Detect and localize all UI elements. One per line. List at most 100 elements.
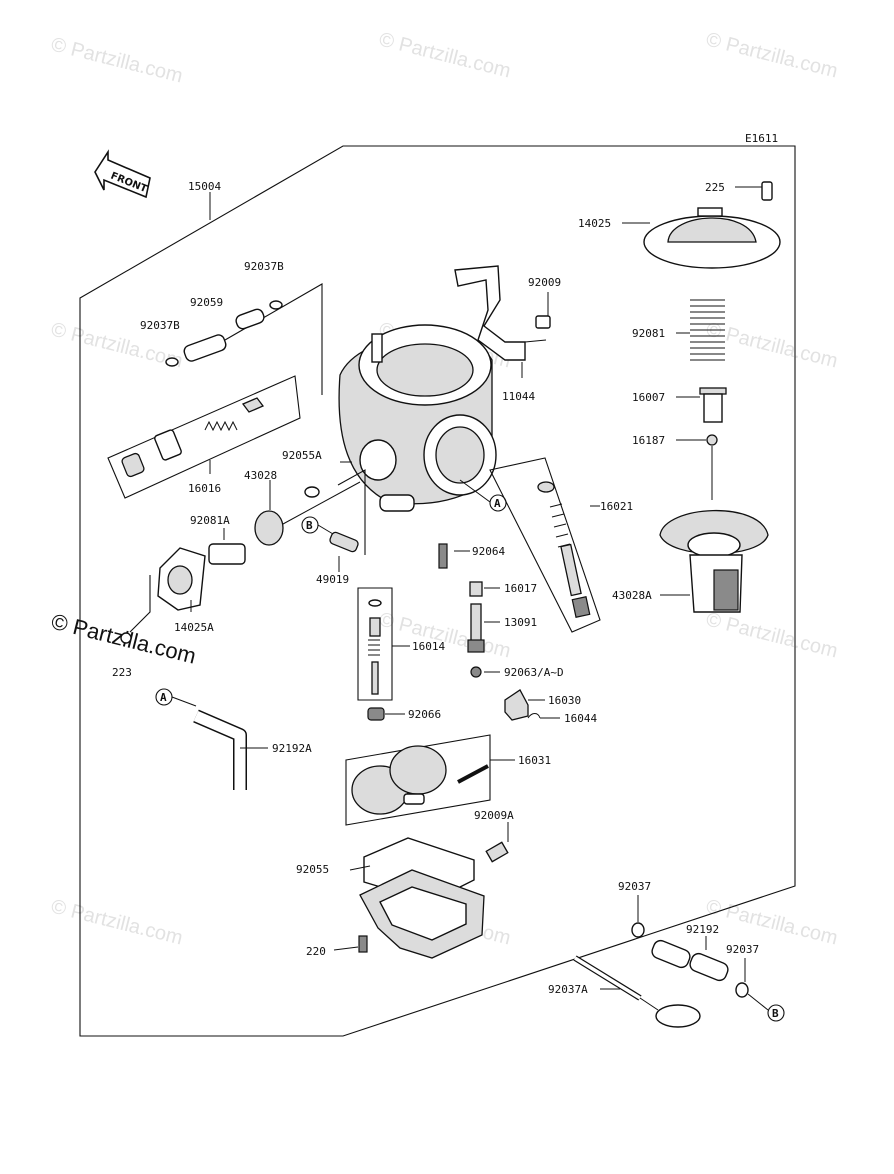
pipe-92192 [651,939,691,969]
spring-92081A-body [208,543,246,565]
assembly-boundary [79,145,796,1037]
needle-jet-49019 [329,531,359,553]
callout-a-text: A [160,691,167,704]
label-43028A: 43028A [612,589,652,602]
label-223: 223 [112,666,132,679]
watermark-text: © Partzilla.com [704,319,840,373]
label-15004: 15004 [188,180,221,193]
top-cover-14025 [643,207,781,269]
float-16031 [351,745,447,815]
label-16030: 16030 [548,694,581,707]
float-pin [457,764,489,784]
label-43028: 43028 [244,469,277,482]
label-92064: 92064 [472,545,505,558]
group-box-16014 [357,587,393,701]
label-16044: 16044 [564,712,597,725]
label-92037-lower: 92037 [726,943,759,956]
label-92192: 92192 [686,923,719,936]
label-16014: 16014 [412,640,445,653]
diaphragm-43028A [659,509,769,613]
watermark-text: © Partzilla.com [704,896,840,950]
part-labels: 15004 225 14025 92037B 92009 92059 92037… [112,180,759,996]
callout-a-text: A [494,497,501,510]
spring-92081 [690,299,725,361]
label-92192A: 92192A [272,742,312,755]
float-valve-16030 [504,689,529,721]
screw-92009 [535,315,551,329]
clip-16044 [527,713,541,719]
watermark-text: © Partzilla.com [377,609,513,663]
front-arrow-icon: FRONT [94,149,151,199]
label-92037-upper: 92037 [618,880,651,893]
bracket-11044 [454,265,526,361]
callout-b-text: B [306,519,313,532]
watermark-text: © Partzilla.com [49,34,185,88]
label-92081: 92081 [632,327,665,340]
o-ring-92055A [304,486,320,498]
callout-b-lower [767,1004,785,1022]
label-16007: 16007 [632,391,665,404]
pump-cover-14025A [157,547,206,611]
leader-lines [190,186,762,990]
watermark-text: © Partzilla.com [704,29,840,83]
label-14025A: 14025A [174,621,214,634]
needle-seal [537,481,555,493]
label-92059: 92059 [190,296,223,309]
label-16017: 16017 [504,582,537,595]
label-225: 225 [705,181,725,194]
label-220: 220 [306,945,326,958]
label-11044: 11044 [502,390,535,403]
label-16021: 16021 [600,500,633,513]
needle-16021 [560,543,582,597]
label-92081A: 92081A [190,514,230,527]
label-92037B-upper: 92037B [244,260,284,273]
label-92037B-lower: 92037B [140,319,180,332]
group-box-16031 [345,734,491,826]
screw-220 [358,935,368,953]
group-box-16021 [489,457,601,633]
group-box-16016 [107,375,301,499]
carburetor-body [338,324,497,512]
spring-16021 [549,503,571,548]
clamp-92037-lower [735,982,749,998]
drain-screw-92009A [485,841,509,863]
label-92063: 92063/A~D [504,666,564,679]
watermark-text: © Partzilla.com [49,896,185,950]
clamp-92037B-upper [269,300,283,310]
label-92009: 92009 [528,276,561,289]
label-92055A: 92055A [282,449,322,462]
callout-a-body [489,494,507,512]
screw-225 [761,181,773,201]
label-13091: 13091 [504,616,537,629]
needle-retainer-16187 [706,434,718,446]
fitting-pipe-92059 [183,308,265,362]
jet-92066 [367,707,385,721]
clamp-92037B-lower [165,357,179,367]
pilot-screw-set [121,397,265,478]
label-92066: 92066 [408,708,441,721]
clamp-92037A-tool [573,955,701,1028]
jet-92064 [438,543,448,569]
label-16016: 16016 [188,482,221,495]
float-bowl [359,869,485,959]
jet-13091 [470,603,482,645]
diaphragm-43028 [254,510,284,546]
needle-holder-16007 [699,387,727,423]
jet-16017 [469,581,483,597]
label-16031: 16031 [518,754,551,767]
label-16187: 16187 [632,434,665,447]
clamp-92037 [631,922,645,938]
watermark-text: © Partzilla.com [704,609,840,663]
watermark-text: © Partzilla.com [377,29,513,83]
label-14025: 14025 [578,217,611,230]
diagram-code: E1611 [745,132,778,145]
label-92037A: 92037A [548,983,588,996]
label-92055: 92055 [296,863,329,876]
label-92009A: 92009A [474,809,514,822]
label-49019: 49019 [316,573,349,586]
callout-b-text: B [772,1007,779,1020]
screw-223 [120,632,132,644]
jet-92063 [470,666,482,678]
